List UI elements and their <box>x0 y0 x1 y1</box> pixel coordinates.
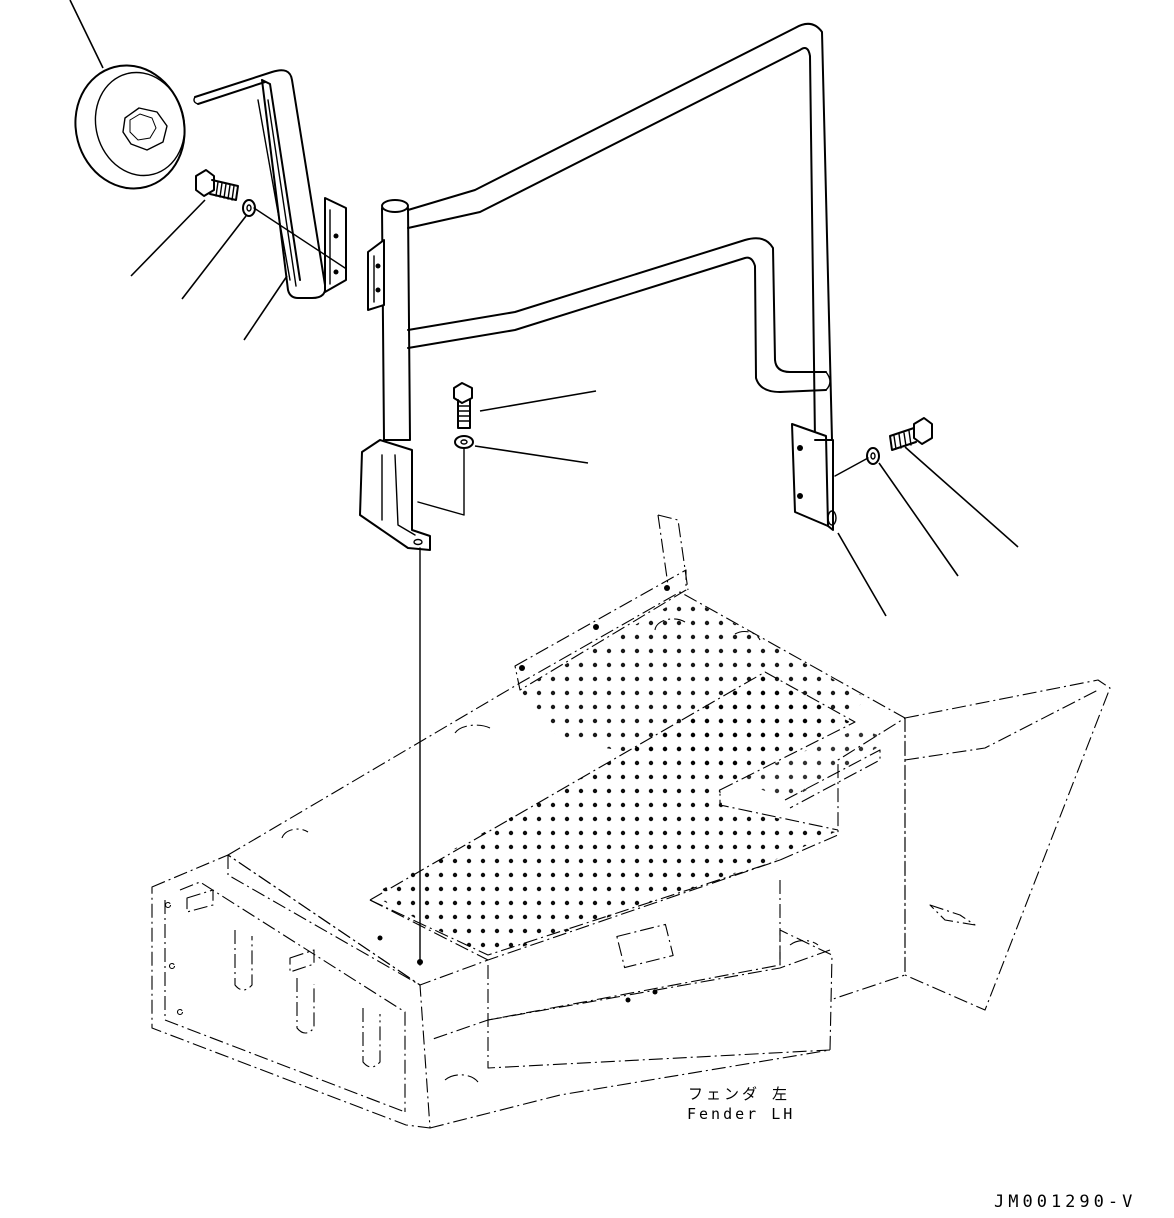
mirror-stay <box>193 69 347 299</box>
mirror <box>74 64 186 190</box>
leader-lines <box>69 0 1019 617</box>
drawing-code: JM001290-V <box>994 1192 1136 1212</box>
mirror-bolt <box>195 169 239 201</box>
mirror-washer <box>242 199 256 217</box>
handrail <box>359 22 837 551</box>
right-washer <box>866 447 880 465</box>
fender-label-jp: フェンダ 左 <box>688 1085 790 1103</box>
alignment-lines <box>253 207 869 966</box>
fender-label-en: Fender LH <box>687 1105 795 1123</box>
base-bolt <box>453 382 473 429</box>
right-bolt <box>889 417 933 451</box>
fender-lh <box>151 514 1111 1129</box>
base-washer <box>454 435 474 449</box>
